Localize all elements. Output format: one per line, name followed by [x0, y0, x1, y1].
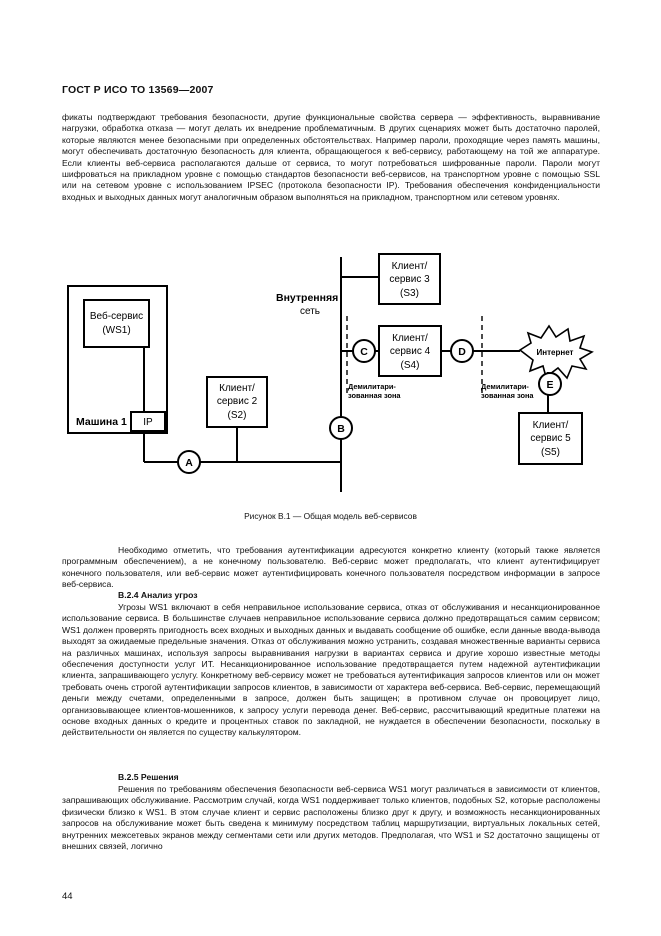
s2-box: [206, 376, 268, 428]
paragraph-threats: Угрозы WS1 включают в себя неправильное …: [62, 602, 600, 738]
dmz-1-label-2: зованная зона: [348, 391, 401, 400]
s5-box: [518, 412, 583, 465]
internet-burst-icon: [518, 324, 594, 380]
dmz-2-label-2: зованная зона: [481, 391, 534, 400]
s3-label-1: Клиент/: [392, 261, 428, 272]
s4-label-1: Клиент/: [392, 333, 428, 344]
s5-label-1: Клиент/: [533, 420, 569, 431]
point-c: [352, 339, 376, 363]
page-number: 44: [62, 891, 73, 902]
web-services-diagram: Веб-сервис (WS1) IP Машина 1 Клиент/ сер…: [67, 253, 594, 492]
point-d-label: D: [458, 346, 466, 358]
ip-label: IP: [143, 417, 153, 428]
point-a-label: A: [185, 457, 193, 469]
internet-label: Интернет: [537, 348, 574, 357]
ws1-label-1: Веб-сервис: [90, 310, 143, 322]
s4-box: [378, 325, 442, 377]
paragraph-solutions: Решения по требованиям обеспечения безоп…: [62, 784, 600, 852]
point-a: [177, 450, 201, 474]
document-header: ГОСТ Р ИСО ТО 13569—2007: [62, 84, 214, 96]
s3-label-3: (S3): [400, 288, 419, 299]
s2-label-2: сервис 2: [217, 396, 258, 407]
s2-label-3: (S2): [228, 410, 247, 421]
section-heading-threat-analysis: В.2.4 Анализ угроз: [118, 590, 198, 600]
s5-label-3: (S5): [541, 447, 560, 458]
ip-box: [130, 411, 166, 432]
paragraph-intro: фикаты подтверждают требования безопасно…: [62, 112, 600, 202]
point-b: [329, 416, 353, 440]
s2-label-1: Клиент/: [219, 383, 255, 394]
figure-caption: Рисунок В.1 — Общая модель веб-сервисов: [244, 511, 417, 521]
s3-box: [378, 253, 441, 305]
internal-network-label-1: Внутренняя: [276, 292, 338, 304]
dmz-2-label-1: Демилитари-: [481, 382, 529, 391]
point-c-label: C: [360, 346, 368, 358]
s4-label-3: (S4): [401, 360, 420, 371]
dmz-1-label-1: Демилитари-: [348, 382, 396, 391]
internal-network-label-2: сеть: [300, 306, 320, 317]
section-heading-solutions: В.2.5 Решения: [118, 772, 179, 782]
s5-label-2: сервис 5: [530, 433, 571, 444]
ws1-label-2: (WS1): [102, 325, 130, 336]
paragraph-authentication: Необходимо отметить, что требования ауте…: [62, 545, 600, 590]
point-b-label: B: [337, 423, 345, 435]
point-d: [450, 339, 474, 363]
point-e-label: E: [546, 379, 553, 391]
point-e: [538, 372, 562, 396]
s3-label-2: сервис 3: [389, 274, 430, 285]
s4-label-2: сервис 4: [390, 346, 431, 357]
machine-1-label: Машина 1: [76, 416, 127, 428]
ws1-box: [83, 299, 150, 348]
